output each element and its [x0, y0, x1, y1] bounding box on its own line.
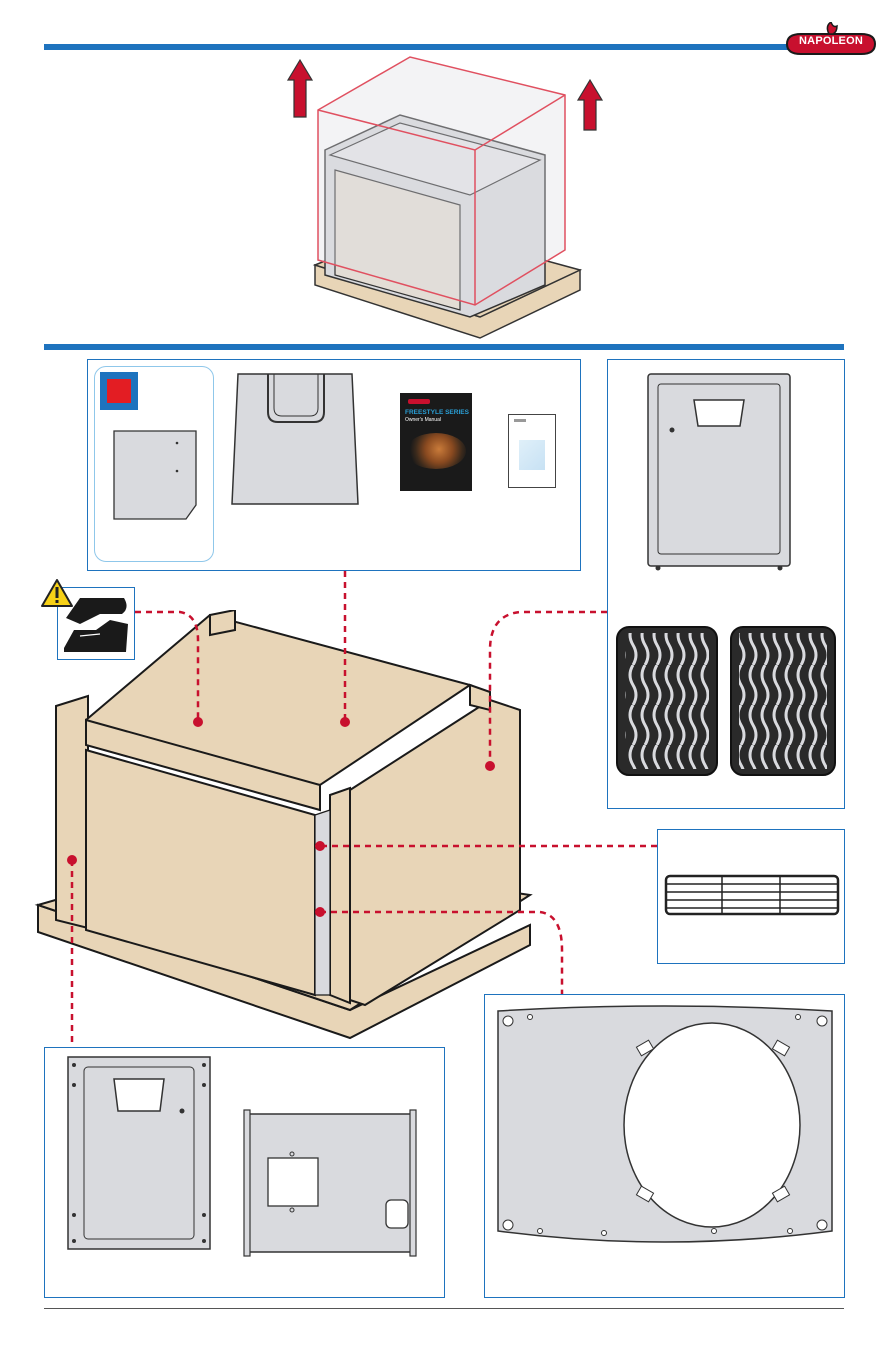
side-panel-part	[64, 1055, 214, 1255]
base-plate-part	[494, 1003, 836, 1248]
bottom-shelf-part	[240, 1108, 420, 1258]
bottom-rule	[44, 1308, 844, 1309]
